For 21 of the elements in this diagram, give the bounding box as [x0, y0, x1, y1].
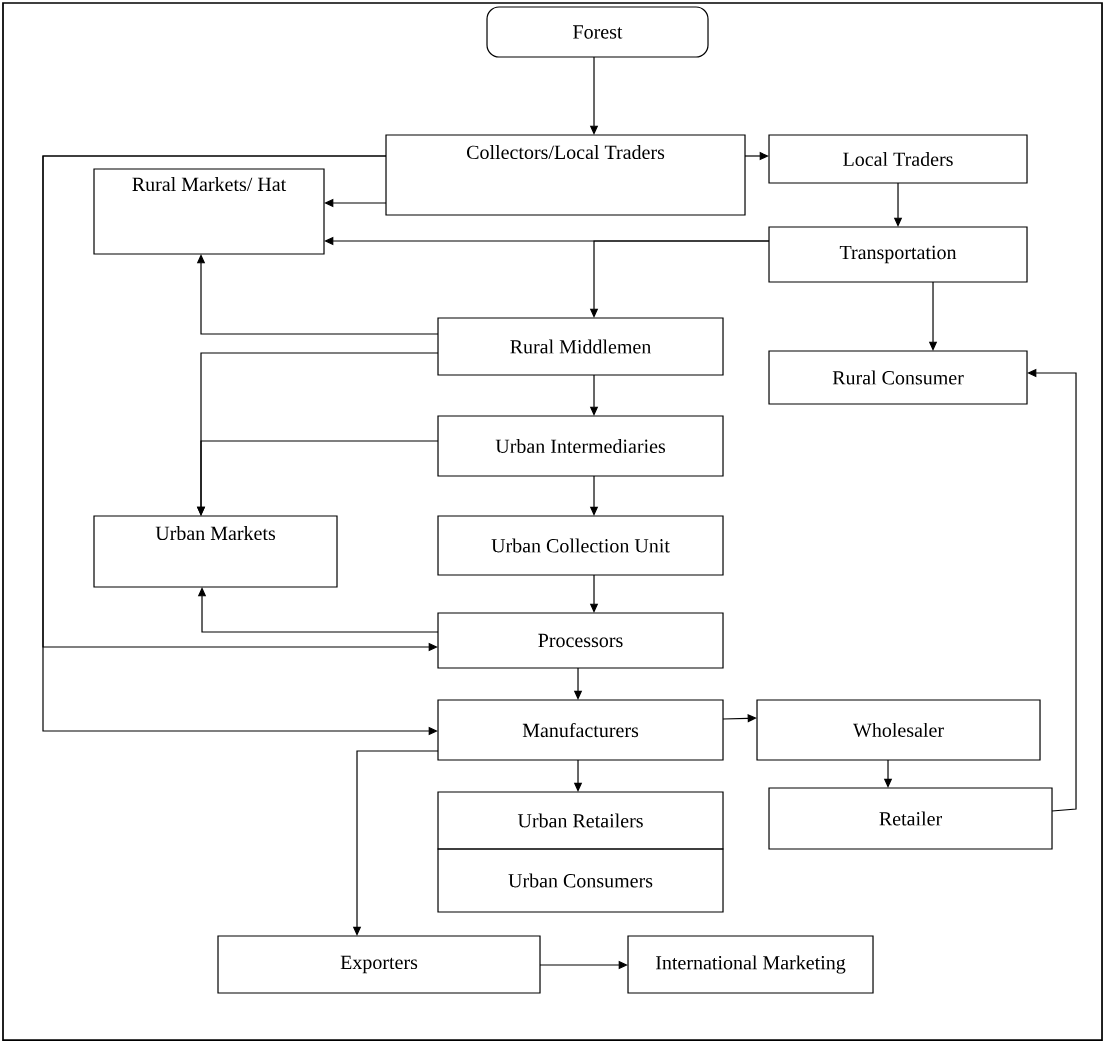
process-box: Rural Consumer	[768, 350, 1028, 405]
process-box: Collectors/Local Traders	[385, 134, 746, 216]
process-box: Urban Collection Unit	[437, 515, 724, 576]
process-box: Urban Retailers	[437, 791, 724, 850]
process-box: Urban Markets	[93, 515, 338, 588]
process-box: Manufacturers	[437, 699, 724, 761]
process-box: Wholesaler	[756, 699, 1041, 761]
process-box: Urban Intermediaries	[437, 415, 724, 477]
process-box: Exporters	[217, 935, 541, 994]
start-box: Forest	[486, 6, 709, 58]
process-box: Transportation	[768, 226, 1028, 283]
process-box: International Marketing	[627, 935, 874, 994]
arrow	[197, 587, 439, 633]
process-box: Local Traders	[768, 134, 1028, 184]
arrow	[196, 254, 439, 335]
process-box: Processors	[437, 612, 724, 669]
process-box: Rural Markets/ Hat	[93, 168, 325, 255]
process-box: Retailer	[768, 787, 1053, 850]
process-box: Rural Middlemen	[437, 317, 724, 376]
process-box: Urban Consumers	[437, 848, 724, 913]
arrow	[722, 714, 757, 723]
